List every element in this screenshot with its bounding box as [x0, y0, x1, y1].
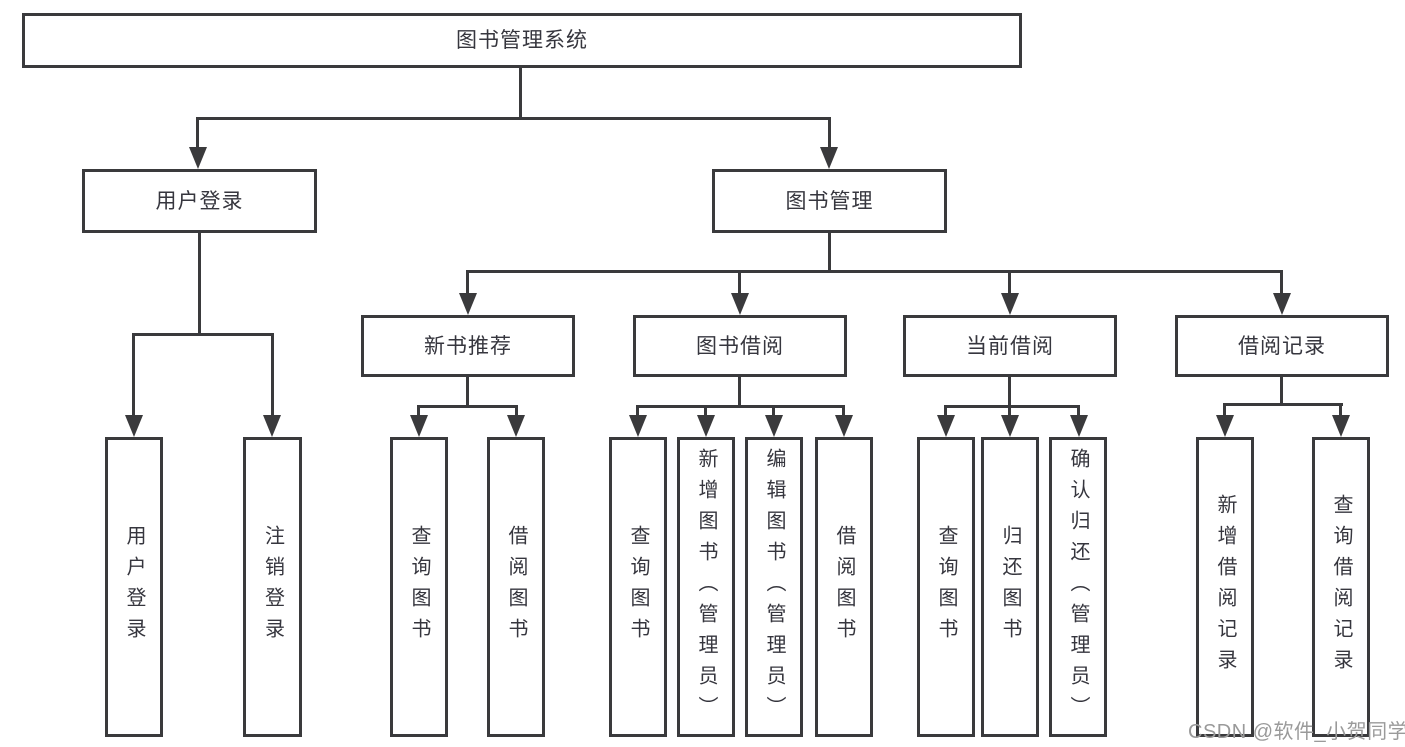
arrow-down-icon [1001, 293, 1019, 315]
arrow-down-icon [263, 415, 281, 437]
leaf-borrow-books: 借阅图书 [815, 437, 873, 737]
arrow-down-icon [937, 415, 955, 437]
arrow-down-icon [629, 415, 647, 437]
node-current-borrowing-label: 当前借阅 [966, 334, 1054, 358]
connector-line [198, 232, 201, 335]
node-book-borrowing: 图书借阅 [633, 315, 847, 377]
arrow-down-icon [459, 293, 477, 315]
leaf-logout-label: 注销登录 [261, 525, 284, 649]
arrow-down-icon [835, 415, 853, 437]
connector-line [1077, 405, 1080, 419]
leaf-confirm-return-admin-label: 确认归还（管理员） [1067, 447, 1089, 727]
leaf-query-borrow-record-label: 查询借阅记录 [1330, 494, 1352, 680]
leaf-query-books-borrowing: 查询图书 [609, 437, 667, 737]
arrow-down-icon [697, 415, 715, 437]
connector-line [738, 376, 741, 408]
connector-line [466, 376, 469, 408]
node-borrowing-records-label: 借阅记录 [1238, 334, 1326, 358]
leaf-query-books-current: 查询图书 [917, 437, 975, 737]
leaf-add-borrow-record: 新增借阅记录 [1196, 437, 1254, 737]
connector-line [196, 117, 199, 151]
leaf-query-books-borrowing-label: 查询图书 [627, 525, 649, 649]
leaf-borrow-books-recommend: 借阅图书 [487, 437, 545, 737]
connector-line [842, 405, 845, 419]
arrow-down-icon [1001, 415, 1019, 437]
node-book-management-label: 图书管理 [785, 189, 874, 213]
connector-line [738, 270, 741, 297]
leaf-borrow-books-recommend-label: 借阅图书 [505, 525, 527, 649]
connector-line [132, 333, 274, 336]
leaf-query-books-current-label: 查询图书 [935, 525, 957, 649]
leaf-add-book-admin: 新增图书（管理员） [677, 437, 735, 737]
connector-line [196, 117, 831, 120]
arrow-down-icon [820, 147, 838, 169]
leaf-user-login-label: 用户登录 [123, 525, 145, 649]
leaf-logout: 注销登录 [243, 437, 302, 737]
leaf-query-books-recommend-label: 查询图书 [408, 525, 430, 649]
node-borrowing-records: 借阅记录 [1175, 315, 1389, 377]
connector-line [519, 67, 522, 120]
leaf-return-book-label: 归还图书 [999, 525, 1021, 649]
connector-line [944, 405, 1080, 408]
node-book-borrowing-label: 图书借阅 [696, 334, 784, 358]
connector-line [1339, 403, 1342, 419]
leaf-query-borrow-record: 查询借阅记录 [1312, 437, 1370, 737]
arrow-down-icon [125, 415, 143, 437]
connector-line [271, 333, 274, 419]
connector-line [515, 405, 518, 419]
node-new-book-recommend-label: 新书推荐 [424, 334, 512, 358]
connector-line [1008, 376, 1011, 408]
arrow-down-icon [1332, 415, 1350, 437]
connector-line [704, 405, 707, 419]
arrow-down-icon [1273, 293, 1291, 315]
connector-line [1223, 403, 1226, 419]
leaf-query-books-recommend: 查询图书 [390, 437, 448, 737]
connector-line [828, 232, 831, 273]
connector-line [1008, 405, 1011, 419]
leaf-return-book: 归还图书 [981, 437, 1039, 737]
arrow-down-icon [189, 147, 207, 169]
leaf-confirm-return-admin: 确认归还（管理员） [1049, 437, 1107, 737]
connector-line [417, 405, 518, 408]
connector-line [466, 270, 1283, 273]
leaf-borrow-books-label: 借阅图书 [833, 525, 855, 649]
node-new-book-recommend: 新书推荐 [361, 315, 575, 377]
connector-line [636, 405, 845, 408]
arrow-down-icon [507, 415, 525, 437]
connector-line [1280, 376, 1283, 406]
connector-line [1008, 270, 1011, 297]
connector-line [828, 117, 831, 151]
arrow-down-icon [1216, 415, 1234, 437]
leaf-edit-book-admin-label: 编辑图书（管理员） [763, 447, 785, 727]
node-library-system-label: 图书管理系统 [456, 29, 588, 52]
leaf-add-borrow-record-label: 新增借阅记录 [1214, 494, 1236, 680]
connector-line [1223, 403, 1343, 406]
arrow-down-icon [765, 415, 783, 437]
leaf-add-book-admin-label: 新增图书（管理员） [695, 447, 717, 727]
node-book-management: 图书管理 [712, 169, 947, 233]
arrow-down-icon [410, 415, 428, 437]
arrow-down-icon [1070, 415, 1088, 437]
arrow-down-icon [731, 293, 749, 315]
node-current-borrowing: 当前借阅 [903, 315, 1117, 377]
connector-line [132, 333, 135, 419]
connector-line [944, 405, 947, 419]
connector-line [772, 405, 775, 419]
connector-line [466, 270, 469, 297]
leaf-edit-book-admin: 编辑图书（管理员） [745, 437, 803, 737]
node-library-system: 图书管理系统 [22, 13, 1022, 68]
connector-line [417, 405, 420, 419]
node-user-login-label: 用户登录 [155, 189, 244, 213]
leaf-user-login: 用户登录 [105, 437, 163, 737]
connector-line [1280, 270, 1283, 297]
csdn-watermark: CSDN @软件_小贺同学 [1188, 721, 1405, 743]
node-user-login: 用户登录 [82, 169, 317, 233]
connector-line [636, 405, 639, 419]
